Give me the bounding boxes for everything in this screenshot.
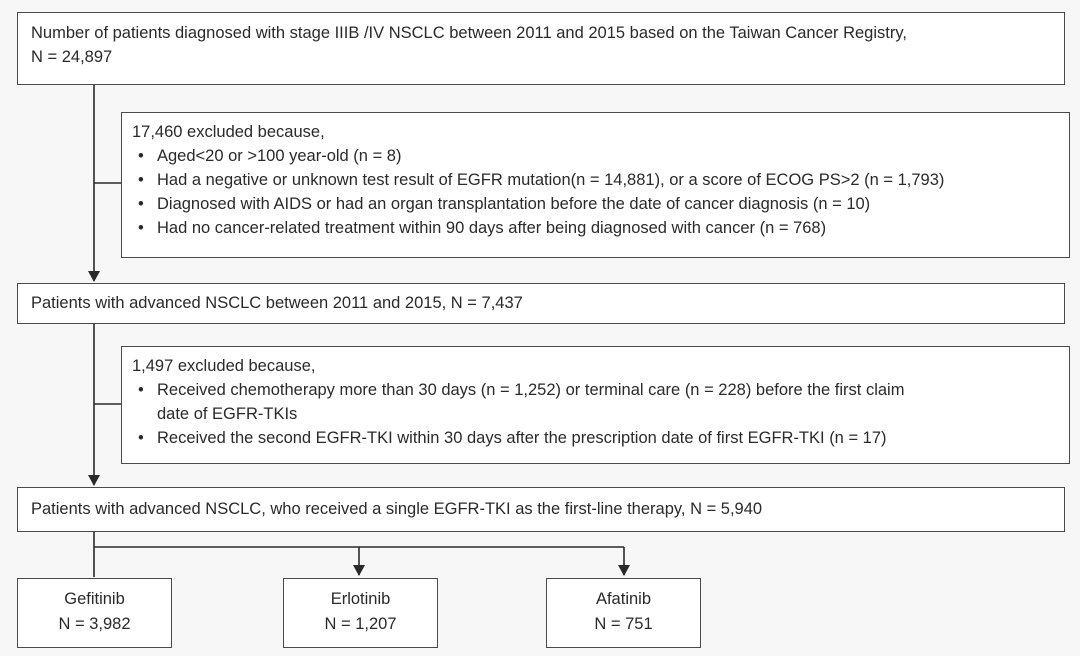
arm-drug-name: Erlotinib (330, 590, 391, 608)
exclusion-2-list: Received chemotherapy more than 30 days … (132, 378, 1059, 450)
arm-drug-name: Afatinib (595, 590, 652, 608)
arm-patient-count: N = 751 (594, 615, 653, 633)
arm-box-gefitinib: Gefitinib N = 3,982 (17, 578, 172, 648)
registry-population-box: Number of patients diagnosed with stage … (17, 12, 1065, 85)
exclusion-2-item: Received chemotherapy more than 30 days … (132, 378, 1059, 426)
arm-patient-count: N = 1,207 (324, 615, 397, 633)
single-tki-text: Patients with advanced NSCLC, who receiv… (31, 500, 763, 518)
exclusion-2-item: Received the second EGFR-TKI within 30 d… (132, 426, 1059, 450)
advanced-nsclc-text: Patients with advanced NSCLC between 201… (31, 294, 523, 312)
exclusion-2-item-line: Received the second EGFR-TKI within 30 d… (157, 429, 887, 447)
arm-box-afatinib: Afatinib N = 751 (546, 578, 701, 648)
exclusion-box-2: 1,497 excluded because, Received chemoth… (121, 346, 1070, 464)
exclusion-1-item: Had no cancer-related treatment within 9… (132, 216, 1059, 240)
exclusion-1-list: Aged<20 or >100 year-old (n = 8) Had a n… (132, 144, 1059, 240)
registry-population-line-1: Number of patients diagnosed with stage … (31, 24, 907, 42)
exclusion-2-heading: 1,497 excluded because, (132, 357, 316, 375)
exclusion-2-item-line: date of EGFR-TKIs (157, 405, 298, 423)
single-tki-box: Patients with advanced NSCLC, who receiv… (17, 487, 1065, 532)
exclusion-1-item: Had a negative or unknown test result of… (132, 168, 1059, 192)
arm-patient-count: N = 3,982 (58, 615, 131, 633)
exclusion-box-1: 17,460 excluded because, Aged<20 or >100… (121, 112, 1070, 258)
advanced-nsclc-box: Patients with advanced NSCLC between 201… (17, 283, 1065, 324)
arm-box-erlotinib: Erlotinib N = 1,207 (283, 578, 438, 648)
exclusion-1-item: Diagnosed with AIDS or had an organ tran… (132, 192, 1059, 216)
exclusion-1-heading: 17,460 excluded because, (132, 123, 325, 141)
exclusion-2-item-line: Received chemotherapy more than 30 days … (157, 381, 905, 399)
registry-population-count: N = 24,897 (31, 48, 113, 66)
exclusion-1-item: Aged<20 or >100 year-old (n = 8) (132, 144, 1059, 168)
arm-drug-name: Gefitinib (64, 590, 125, 608)
